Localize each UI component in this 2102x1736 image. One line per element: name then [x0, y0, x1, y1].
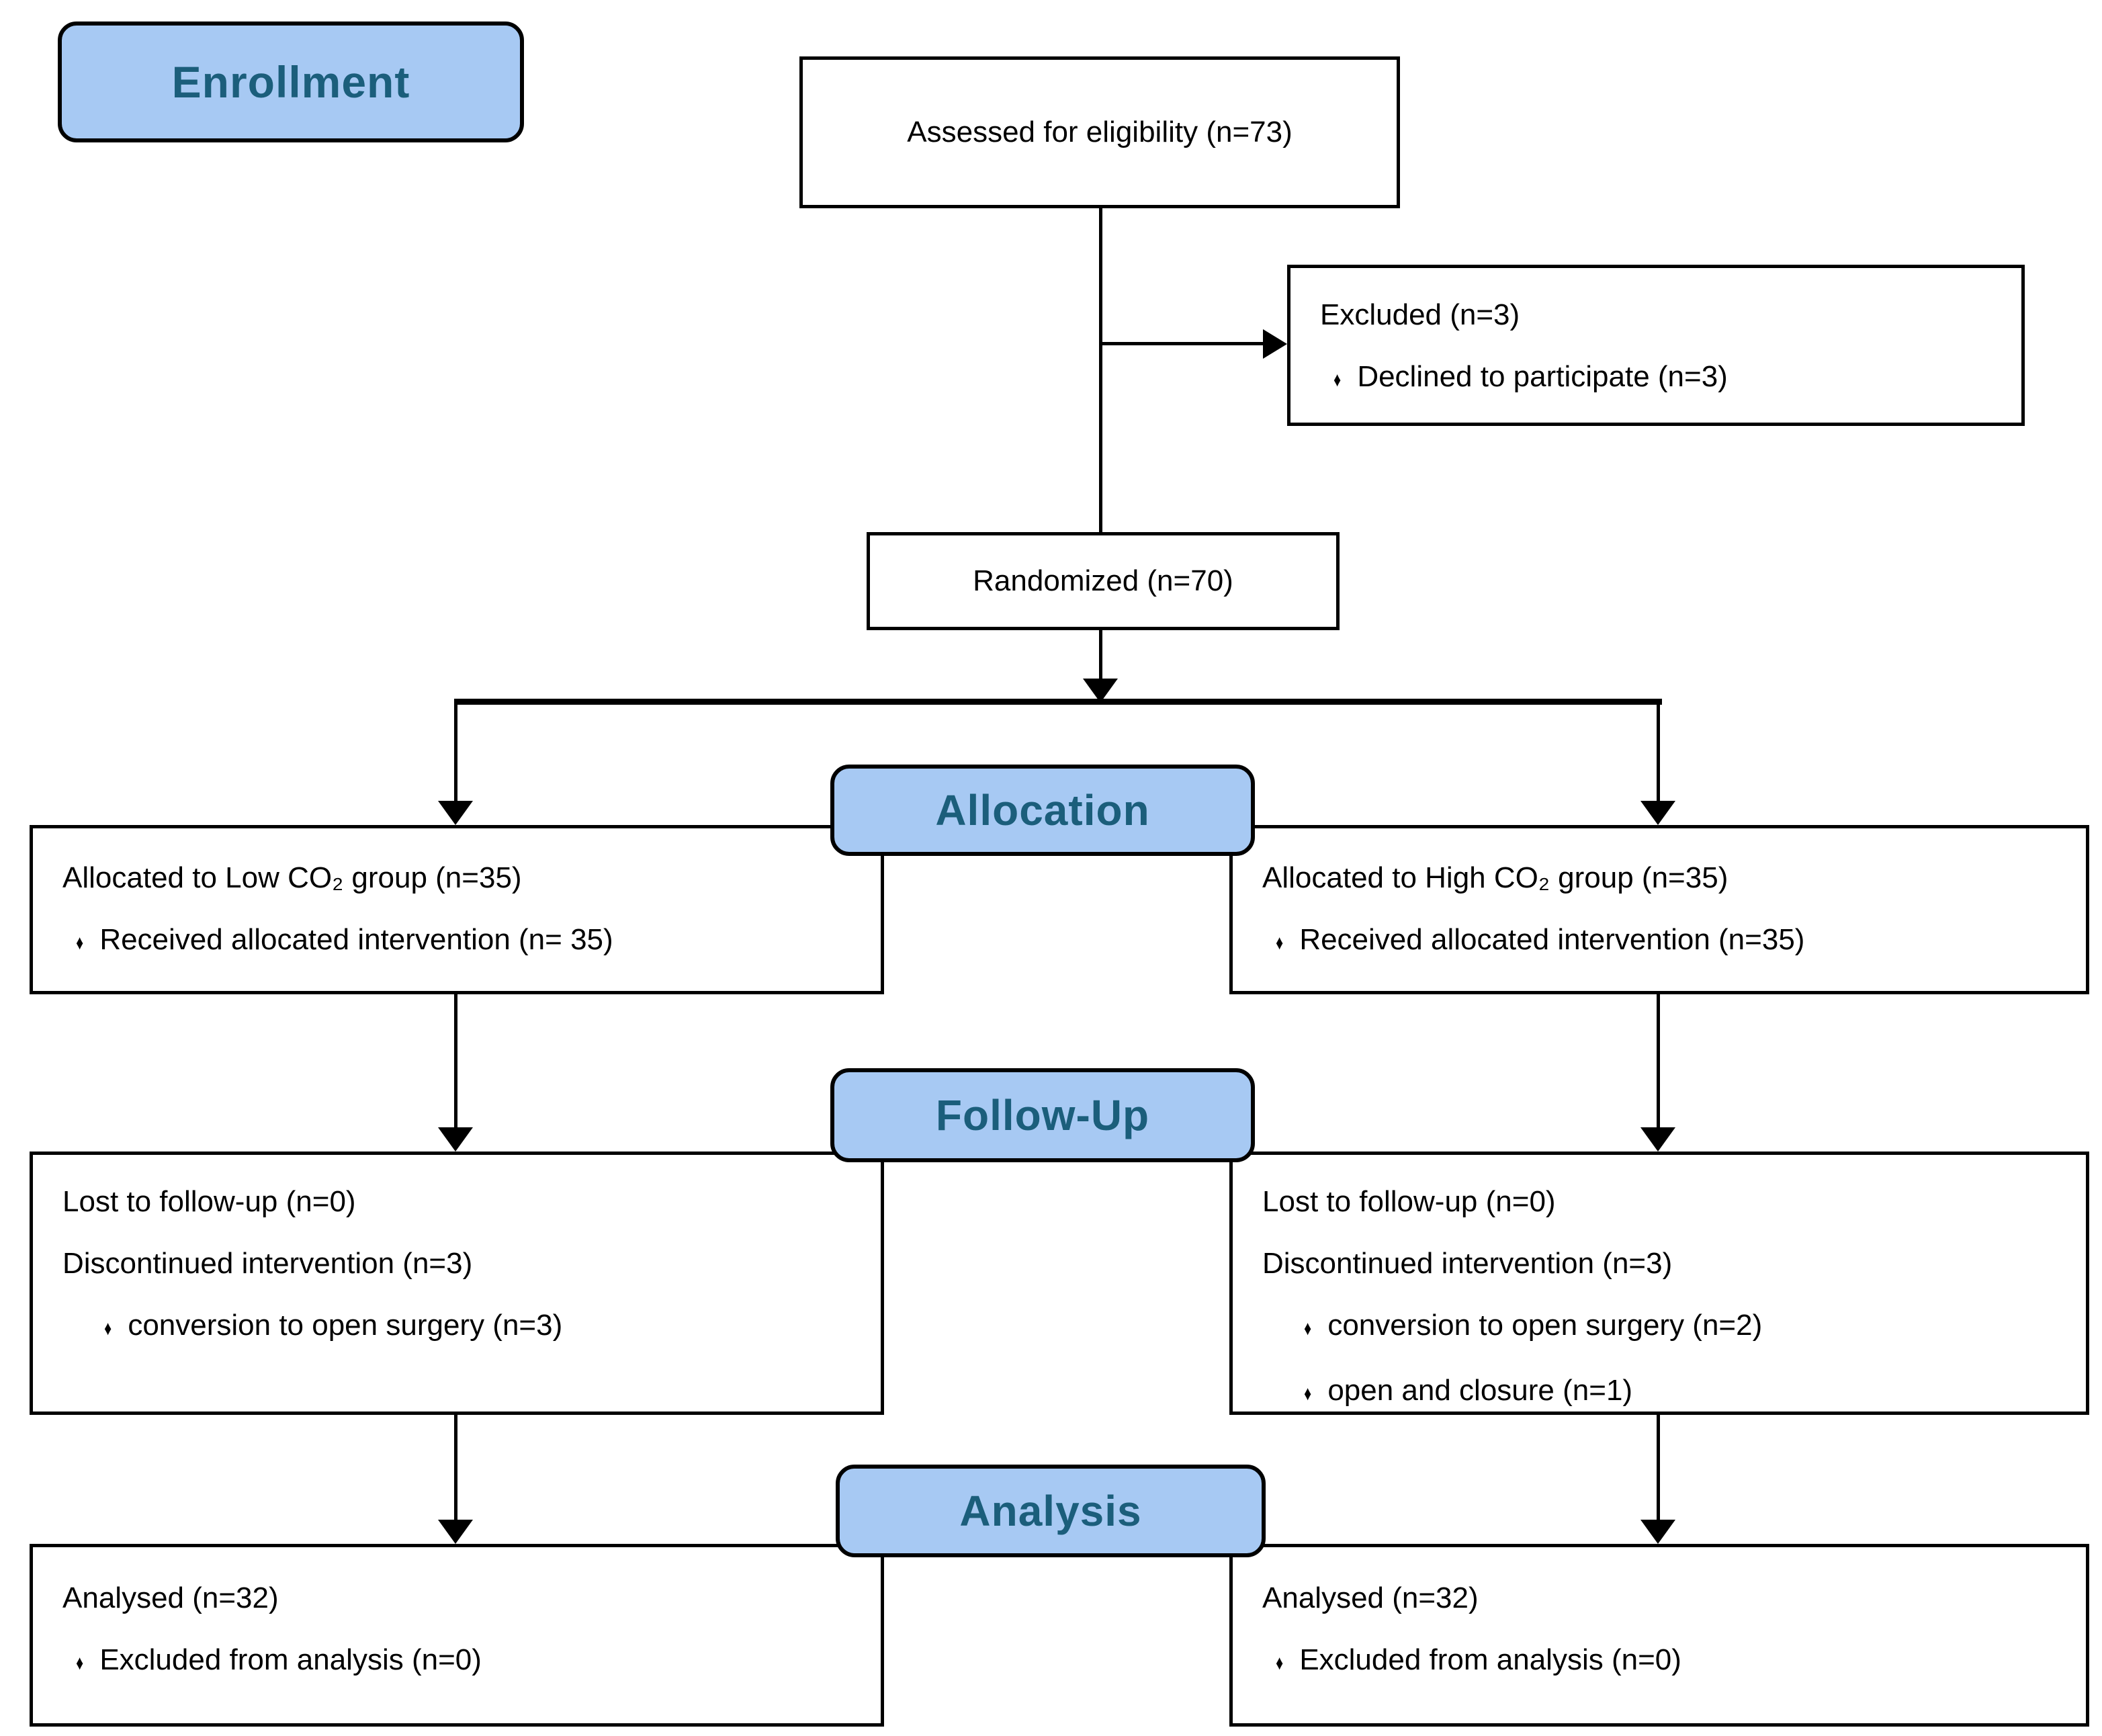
analysis-left-bullet: ♦ Excluded from analysis (n=0): [62, 1629, 870, 1694]
connector-alloc-to-fu-left: [454, 994, 457, 1129]
fu-right-bullet-2-text: open and closure (n=1): [1327, 1374, 1633, 1407]
randomized-text: Randomized (n=70): [973, 564, 1233, 597]
fu-right-bullet-2: ♦ open and closure (n=1): [1262, 1360, 2075, 1425]
connector-split-bar: [454, 699, 1662, 705]
diamond-bullet-icon: ♦: [1276, 1652, 1284, 1674]
alloc-left-bullet: ♦ Received allocated intervention (n= 35): [62, 909, 870, 974]
diamond-bullet-icon: ♦: [1276, 932, 1284, 954]
excluded-bullet-text: Declined to participate (n=3): [1357, 360, 1728, 393]
box-assessed: Assessed for eligibility (n=73): [799, 56, 1400, 208]
connector-split-to-alloc-right: [1657, 699, 1660, 805]
analysis-right-bullet: ♦ Excluded from analysis (n=0): [1262, 1629, 2075, 1694]
alloc-left-title: Allocated to Low CO₂ group (n=35): [62, 861, 522, 894]
alloc-right-bullet: ♦ Received allocated intervention (n=35): [1262, 909, 2075, 974]
diamond-bullet-icon: ♦: [104, 1317, 112, 1340]
stage-badge-analysis-label: Analysis: [959, 1487, 1142, 1535]
stage-badge-enrollment-label: Enrollment: [171, 57, 410, 107]
stage-badge-allocation: Allocation: [830, 765, 1255, 856]
box-excluded: Excluded (n=3) ♦ Declined to participate …: [1287, 265, 2025, 426]
connector-split-to-alloc-left: [454, 699, 457, 805]
box-allocation-right: Allocated to High CO₂ group (n=35) ♦ Rece…: [1229, 825, 2089, 994]
diamond-bullet-icon: ♦: [76, 932, 84, 954]
box-followup-left: Lost to follow-up (n=0) Discontinued int…: [30, 1152, 884, 1415]
arrow-down-icon: [1640, 801, 1675, 825]
fu-right-line-2: Discontinued intervention (n=3): [1262, 1247, 1673, 1280]
connector-fu-to-analysis-left: [454, 1415, 457, 1521]
connector-alloc-to-fu-right: [1657, 994, 1660, 1129]
analysis-left-title: Analysed (n=32): [62, 1581, 279, 1614]
box-allocation-left: Allocated to Low CO₂ group (n=35) ♦ Recei…: [30, 825, 884, 994]
arrow-down-icon: [1640, 1520, 1675, 1544]
excluded-bullet: ♦ Declined to participate (n=3): [1320, 346, 2011, 411]
connector-assessed-to-randomized: [1099, 208, 1102, 532]
fu-left-line-2: Discontinued intervention (n=3): [62, 1247, 473, 1280]
connector-branch-to-excluded: [1099, 342, 1266, 345]
diamond-bullet-icon: ♦: [1304, 1383, 1312, 1405]
box-randomized: Randomized (n=70): [867, 532, 1340, 630]
box-followup-right: Lost to follow-up (n=0) Discontinued int…: [1229, 1152, 2089, 1415]
stage-badge-followup-label: Follow-Up: [935, 1091, 1150, 1139]
alloc-right-bullet-text: Received allocated intervention (n=35): [1299, 923, 1805, 956]
analysis-right-bullet-text: Excluded from analysis (n=0): [1299, 1643, 1681, 1676]
connector-randomized-to-split: [1099, 630, 1102, 683]
excluded-title: Excluded (n=3): [1320, 298, 1520, 331]
connector-fu-to-analysis-right: [1657, 1415, 1660, 1521]
box-analysis-right: Analysed (n=32) ♦ Excluded from analysis …: [1229, 1544, 2089, 1727]
arrow-down-icon: [1640, 1127, 1675, 1152]
fu-right-bullet-1: ♦ conversion to open surgery (n=2): [1262, 1295, 2075, 1360]
assessed-text: Assessed for eligibility (n=73): [907, 116, 1293, 148]
fu-right-line-1: Lost to follow-up (n=0): [1262, 1185, 1556, 1218]
fu-left-bullet-text: conversion to open surgery (n=3): [128, 1309, 563, 1342]
arrow-down-icon: [438, 1520, 473, 1544]
stage-badge-followup: Follow-Up: [830, 1068, 1255, 1162]
alloc-right-title: Allocated to High CO₂ group (n=35): [1262, 861, 1728, 894]
stage-badge-analysis: Analysis: [836, 1465, 1266, 1557]
fu-right-bullet-1-text: conversion to open surgery (n=2): [1327, 1309, 1763, 1342]
arrow-down-icon: [438, 1127, 473, 1152]
stage-badge-enrollment: Enrollment: [58, 21, 524, 142]
fu-left-line-1: Lost to follow-up (n=0): [62, 1185, 356, 1218]
analysis-left-bullet-text: Excluded from analysis (n=0): [99, 1643, 482, 1676]
diamond-bullet-icon: ♦: [1304, 1317, 1312, 1340]
arrow-down-icon: [438, 801, 473, 825]
box-analysis-left: Analysed (n=32) ♦ Excluded from analysis …: [30, 1544, 884, 1727]
diamond-bullet-icon: ♦: [76, 1652, 84, 1674]
analysis-right-title: Analysed (n=32): [1262, 1581, 1479, 1614]
fu-left-bullet: ♦ conversion to open surgery (n=3): [62, 1295, 870, 1360]
arrow-right-icon: [1263, 329, 1287, 359]
stage-badge-allocation-label: Allocation: [935, 786, 1150, 834]
diamond-bullet-icon: ♦: [1333, 369, 1342, 391]
alloc-left-bullet-text: Received allocated intervention (n= 35): [99, 923, 613, 956]
